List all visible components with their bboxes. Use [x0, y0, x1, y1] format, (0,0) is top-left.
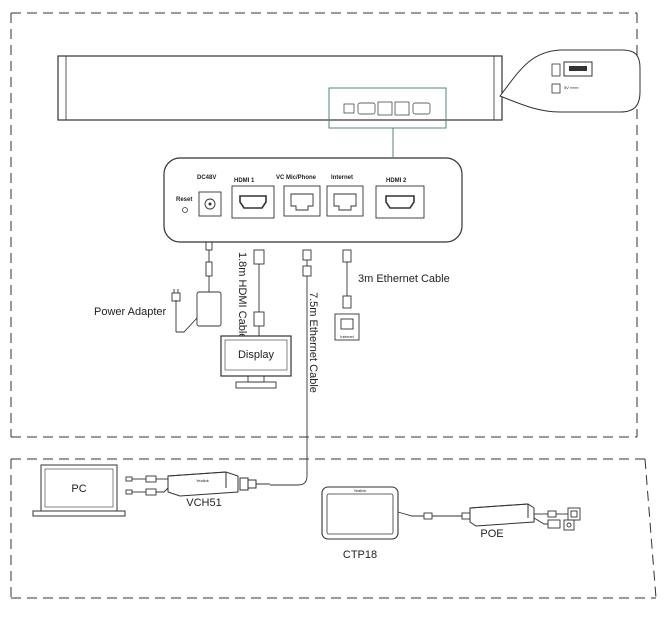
hdmi-cable	[253, 249, 265, 336]
ctp18-poe-cable	[397, 511, 471, 520]
ethernet-75-label: 7.5m Ethernet Cable	[307, 292, 319, 393]
internet-port-label: Internet	[331, 175, 353, 181]
hdmi2-label: HDMI 2	[386, 178, 407, 184]
display-monitor	[220, 335, 292, 389]
ctp18-panel	[321, 486, 399, 540]
vch51-label: VCH51	[186, 497, 221, 509]
internet-jack-label: Internet	[340, 334, 354, 339]
poe-label: POE	[480, 528, 503, 540]
dc-label: DC48V	[197, 175, 216, 181]
bar-port-highlight	[328, 87, 447, 157]
vc-mic-label: VC Mic/Phone	[276, 175, 317, 181]
ethernet-cable-short	[334, 249, 360, 341]
pc-label: PC	[71, 483, 86, 495]
pc-laptop	[32, 464, 126, 517]
power-adapter-label: Power Adapter	[94, 306, 166, 318]
usb-cables	[125, 475, 169, 496]
usb-voltage-label: 5V ═══	[564, 85, 579, 90]
hdmi-cable-label: 1.8m HDMI Cable	[236, 252, 248, 339]
vch51-hub	[167, 471, 270, 497]
reset-label: Reset	[176, 197, 192, 203]
rear-panel: Reset DC48V HDMI 1 VC Mic/Phone Internet…	[163, 157, 463, 243]
vch51-brand: Yealink	[196, 478, 209, 483]
lower-zone-border	[10, 458, 657, 599]
poe-injector	[469, 503, 535, 527]
ctp18-brand: Yealink	[354, 488, 367, 493]
ethernet-3-label: 3m Ethernet Cable	[358, 273, 450, 285]
display-label: Display	[238, 349, 275, 361]
usb-callout: 5V ═══	[499, 49, 641, 113]
ethernet-cable-long	[270, 249, 312, 486]
poe-outputs	[533, 507, 581, 531]
hdmi1-label: HDMI 1	[234, 178, 255, 184]
power-cable	[171, 241, 222, 333]
ctp18-label: CTP18	[343, 549, 377, 561]
